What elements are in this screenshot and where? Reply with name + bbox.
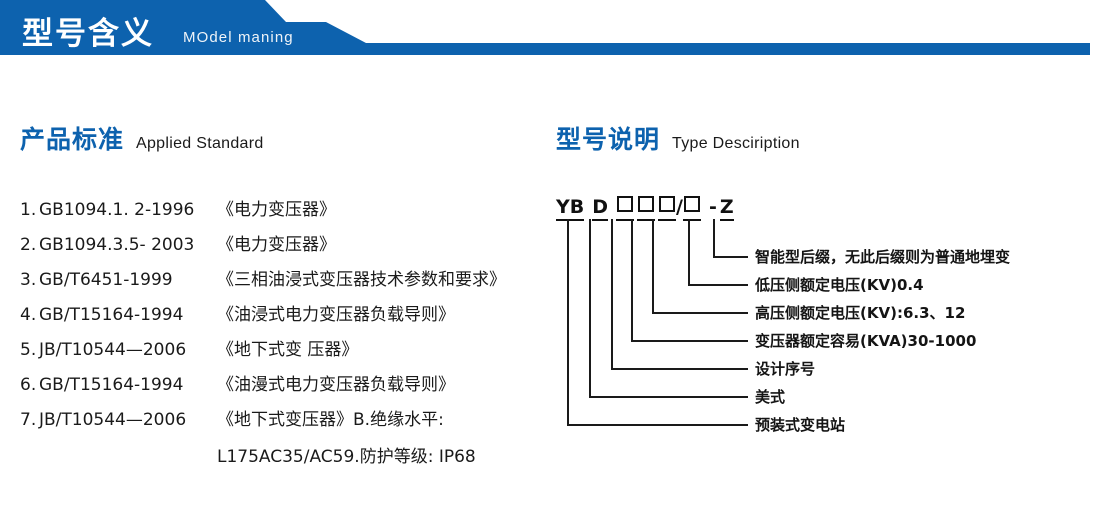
leader-line-1 [713,219,748,258]
callout-label: 低压侧额定电压(KV)0.4 [755,276,924,294]
standard-number: 6. [20,375,37,395]
code-segment-box-4 [682,196,701,221]
banner-shape [0,0,1090,55]
banner-subtitle: MOdel maning [183,29,294,46]
callout-label: 美式 [755,388,786,406]
code-segment-box-1 [616,196,635,221]
standard-continuation-line: L175AC35/AC59.防护等级: IP68 [217,447,476,467]
standard-code: GB/T6451-1999 [39,270,173,290]
type-description-heading-en: Type Desciription [672,135,800,152]
standard-name: 《油浸式电力变压器负载导则》 [217,305,455,325]
leader-line-3 [652,219,748,314]
standard-number: 2. [20,235,37,255]
leader-line-5 [611,219,748,370]
standard-name: 《油漫式电力变压器负载导则》 [217,375,455,395]
callout-label: 预装式变电站 [755,416,846,434]
standard-code: JB/T10544—2006 [39,410,187,430]
code-segment-yb: YB [556,196,585,221]
standard-code: GB1094.1. 2-1996 [39,200,195,220]
model-code: YB D / -Z [556,196,734,221]
code-segment-slash: / [676,196,683,218]
standard-code: GB/T15164-1994 [39,305,184,325]
standard-number: 4. [20,305,37,325]
standard-code: GB1094.3.5- 2003 [39,235,195,255]
leader-line-4 [631,219,748,342]
callout-label: 高压侧额定电压(KV):6.3、12 [755,304,966,322]
leader-line-6 [589,219,748,398]
code-placeholder-box [638,196,655,212]
type-description-heading-cn: 型号说明 [556,125,661,154]
standards-list: 1. GB1094.1. 2-1996 《电力变压器》 2. GB1094.3.… [20,195,540,475]
standard-code: GB/T15164-1994 [39,375,184,395]
callout-label: 智能型后缀，无此后缀则为普通地埋变 [755,248,1011,266]
code-placeholder-box [659,196,676,212]
code-segment-d: D [592,196,609,221]
callout-label: 变压器额定容易(KVA)30-1000 [755,332,977,350]
standards-list-item: 1. GB1094.1. 2-1996 《电力变压器》 [20,195,540,230]
applied-standard-heading: 产品标准 Applied Standard [20,120,264,156]
code-segment-box-2 [637,196,656,221]
applied-standard-heading-en: Applied Standard [136,135,264,152]
standard-number: 5. [20,340,37,360]
code-placeholder-box [617,196,634,212]
standard-number: 3. [20,270,37,290]
page-header-banner: 型号含义 MOdel maning [0,0,1100,60]
standard-number: 7. [20,410,37,430]
banner-title: 型号含义 [22,16,154,52]
leader-line-7 [567,219,748,426]
code-segment-dash: - [708,196,717,218]
standards-list-item: 4. GB/T15164-1994 《油浸式电力变压器负载导则》 [20,300,540,335]
type-description-heading: 型号说明 Type Desciription [556,120,800,156]
model-code-callouts: 智能型后缀，无此后缀则为普通地埋变 低压侧额定电压(KV)0.4 高压侧额定电压… [755,243,1010,439]
standard-name: 《三相油浸式变压器技术参数和要求》 [217,270,506,290]
callout-label: 设计序号 [755,360,816,378]
standards-list-item: 7. JB/T10544—2006 《地下式变压器》B.绝缘水平: [20,405,540,440]
standard-name: 《电力变压器》 [217,235,336,255]
code-segment-box-3 [658,196,677,221]
leader-line-2 [688,219,748,286]
standards-list-item: 2. GB1094.3.5- 2003 《电力变压器》 [20,230,540,265]
code-placeholder-box [683,196,700,212]
standards-list-item: 5. JB/T10544—2006 《地下式变 压器》 [20,335,540,370]
standard-number: 1. [20,200,37,220]
standards-list-item: 6. GB/T15164-1994 《油漫式电力变压器负载导则》 [20,370,540,405]
standard-name: 《地下式变 压器》 [217,340,359,360]
applied-standard-heading-cn: 产品标准 [20,125,125,154]
code-segment-z: Z [719,196,734,221]
standard-name: 《地下式变压器》B.绝缘水平: [217,410,444,430]
standard-name: 《电力变压器》 [217,200,336,220]
standards-list-item: 3. GB/T6451-1999 《三相油浸式变压器技术参数和要求》 [20,265,540,300]
standard-code: JB/T10544—2006 [39,340,187,360]
